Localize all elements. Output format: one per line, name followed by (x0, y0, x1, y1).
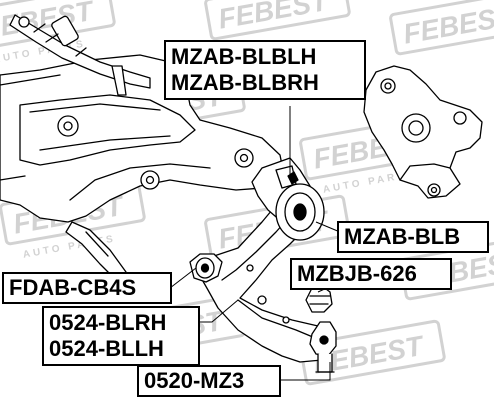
label-0520-mz3-text: 0520-MZ3 (144, 368, 245, 393)
leader-fdab-cb4s (169, 267, 197, 289)
front-bushing (189, 253, 223, 283)
label-mzbjb-626-text: MZBJB-626 (297, 261, 417, 286)
label-fdab-cb4s-text: FDAB-CB4S (9, 275, 137, 300)
leader-mzab-blb (315, 221, 341, 233)
label-0520-mz3: 0520-MZ3 (137, 365, 281, 397)
label-0524-blrh-bllh: 0524-BLRH 0524-BLLH (42, 306, 200, 366)
watermark-logo: FEBEST (389, 0, 494, 56)
watermark-brand: FEBEST (401, 0, 494, 50)
label-fdab-cb4s: FDAB-CB4S (2, 272, 172, 304)
ball-joint (309, 321, 337, 373)
label-mzab-blb-text: MZAB-BLB (344, 224, 461, 249)
leader-0520-mz3 (280, 362, 331, 381)
label-mzab-blblh: MZAB-BLBLH (171, 44, 317, 69)
steering-knuckle (363, 65, 483, 199)
label-mzab-blblh-blbrh: MZAB-BLBLH MZAB-BLBRH (164, 40, 366, 100)
label-mzab-blbrh: MZAB-BLBRH (171, 70, 319, 95)
label-0524-bllh: 0524-BLLH (49, 336, 164, 361)
rear-bushing (275, 183, 325, 241)
watermark-logo: FEBEST (204, 0, 351, 41)
leader-0524-blrh (200, 299, 239, 323)
label-0524-blrh: 0524-BLRH (49, 310, 167, 335)
label-mzbjb-626: MZBJB-626 (290, 258, 452, 290)
subframe (0, 54, 285, 223)
steering-rack (9, 14, 151, 96)
label-mzab-blb: MZAB-BLB (337, 221, 489, 253)
